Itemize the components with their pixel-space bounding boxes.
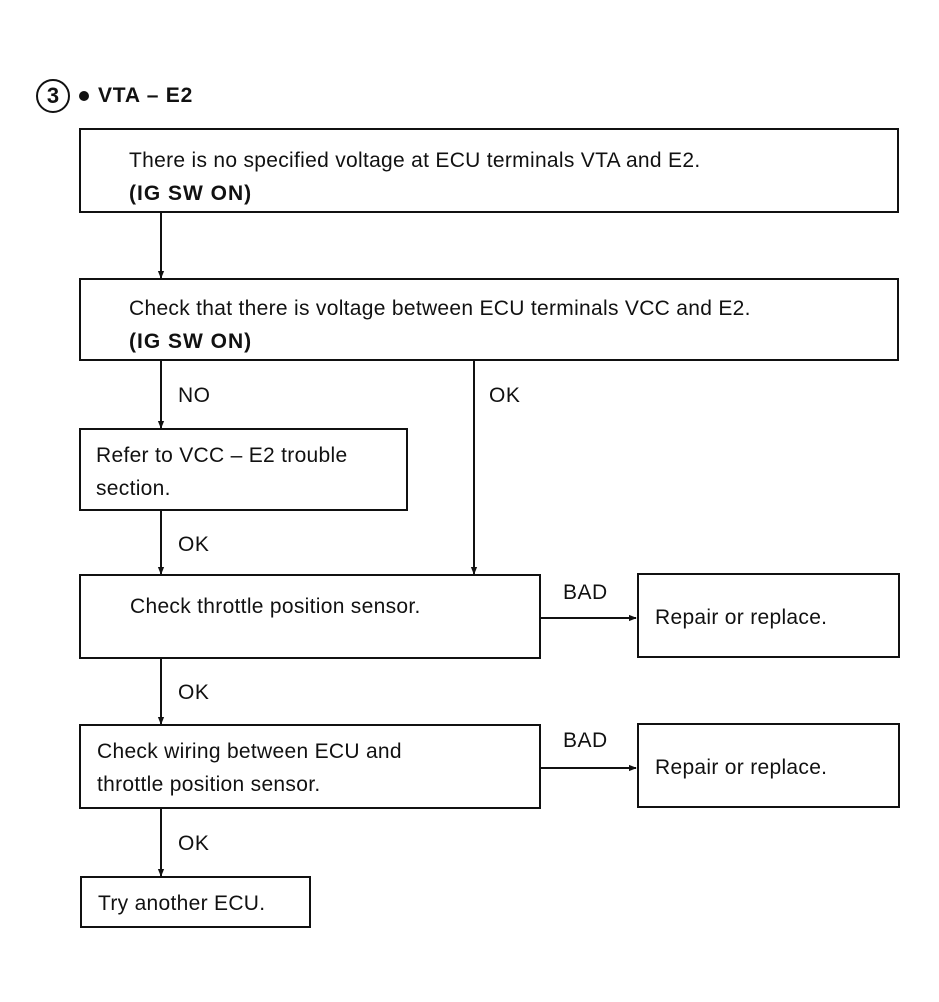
box-repair-1-text: Repair or replace. [655, 606, 828, 629]
box-no-voltage: There is no specified voltage at ECU ter… [79, 128, 899, 213]
box-repair-2: Repair or replace. [637, 723, 900, 808]
edge-label-tps-bad: BAD [563, 581, 608, 604]
edge-label-vcc-no: NO [178, 384, 211, 407]
box-no-voltage-condition: (IG SW ON) [129, 182, 253, 205]
box-check-vcc-condition: (IG SW ON) [129, 330, 253, 353]
bullet-icon [79, 91, 89, 101]
box-check-wiring: Check wiring between ECU and throttle po… [79, 724, 541, 809]
box-no-voltage-text: There is no specified voltage at ECU ter… [129, 149, 701, 172]
edge-label-tps-ok: OK [178, 681, 210, 704]
edge-label-wiring-ok: OK [178, 832, 210, 855]
box-check-vcc-text: Check that there is voltage between ECU … [129, 297, 751, 320]
box-check-tps: Check throttle position sensor. [79, 574, 541, 659]
edge-label-refer-ok: OK [178, 533, 210, 556]
box-try-ecu-text: Try another ECU. [98, 892, 266, 915]
box-check-vcc: Check that there is voltage between ECU … [79, 278, 899, 361]
box-refer-vcc: Refer to VCC – E2 trouble section. [79, 428, 408, 511]
box-refer-vcc-text-2: section. [96, 477, 171, 500]
box-check-wiring-text-1: Check wiring between ECU and [97, 740, 402, 763]
section-title: VTA – E2 [98, 84, 194, 107]
box-repair-1: Repair or replace. [637, 573, 900, 658]
section-header: 3 VTA – E2 [36, 77, 193, 115]
box-check-tps-text: Check throttle position sensor. [130, 595, 421, 618]
box-try-ecu: Try another ECU. [80, 876, 311, 928]
box-repair-2-text: Repair or replace. [655, 756, 828, 779]
box-refer-vcc-text-1: Refer to VCC – E2 trouble [96, 444, 348, 467]
edge-label-vcc-ok: OK [489, 384, 521, 407]
edge-label-wiring-bad: BAD [563, 729, 608, 752]
box-check-wiring-text-2: throttle position sensor. [97, 773, 321, 796]
step-number-badge: 3 [36, 79, 70, 113]
